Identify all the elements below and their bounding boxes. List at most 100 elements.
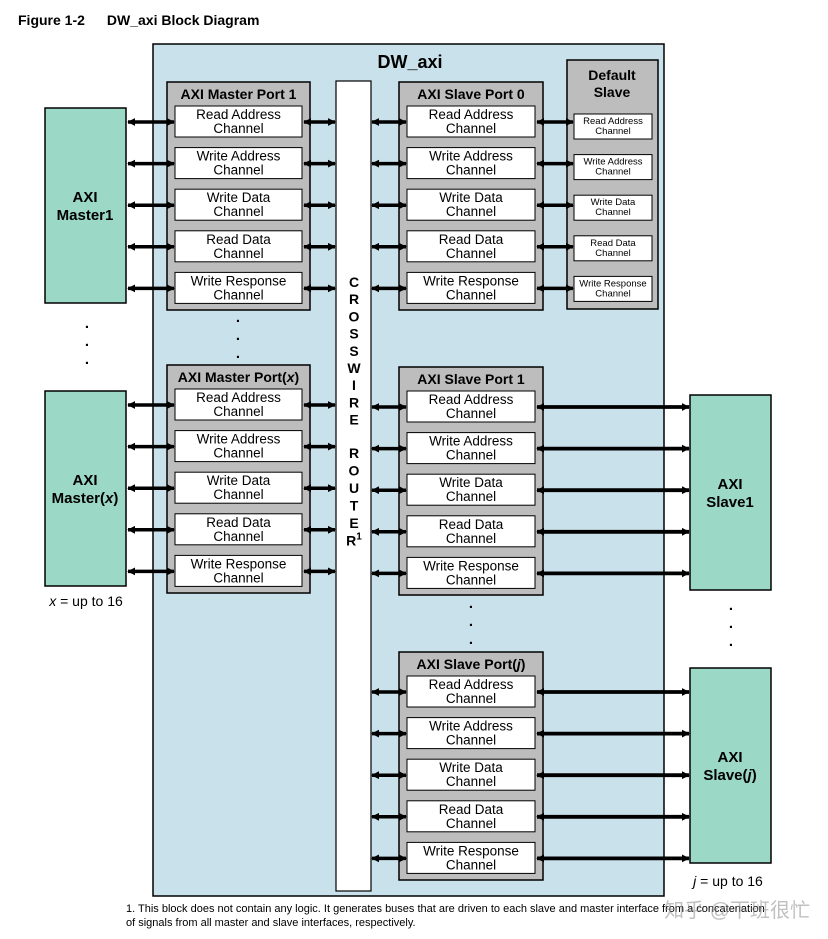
channel-label: Read Data [206,232,271,247]
channel-label: Read Data [206,515,271,530]
masters-ellipsis: . [85,333,89,350]
channel-box [406,758,536,791]
channel-label: Channel [213,121,263,136]
channel-label: Read Address [429,392,514,407]
crosswire-letter: W [347,360,361,376]
default-slave-channel-label: Write Address [584,157,643,168]
slave-ports-ellipsis: . [469,595,473,612]
channel-label: Channel [446,163,496,178]
axi-slave-1 [689,394,772,591]
channel-label: Write Data [207,190,271,205]
channel-box [406,188,536,221]
channel-box [174,430,303,463]
axi-master-x-label: AXI [72,472,97,489]
channel-label: Channel [213,246,263,261]
default-slave-channel-label: Channel [595,248,630,259]
channel-box [406,473,536,506]
default-slave-channel-box [573,113,653,140]
channel-label: Write Address [429,434,513,449]
dw-axi-label: DW_axi [377,52,442,72]
channel-label: Write Data [439,475,503,490]
channel-label: Channel [213,487,263,502]
channel-label: Write Data [439,190,503,205]
axi-master-x-label: Master(x) [52,490,119,507]
channel-box [174,271,303,304]
x-range-note: x = up to 16 [48,593,123,609]
figure-caption: Figure 1-2 DW_axi Block Diagram [18,12,259,28]
default-slave-channel-box [573,275,653,302]
default-slave-channel-label: Channel [595,288,630,299]
channel-label: Channel [213,446,263,461]
channel-label: Channel [446,489,496,504]
channel-box [406,556,536,589]
figure-number: Figure 1-2 [18,12,85,28]
crosswire-letter: U [349,480,359,496]
channel-box [174,513,303,546]
channel-box [406,271,536,304]
default-slave-channel-box [573,154,653,181]
default-slave-channel-label: Write Data [591,197,636,208]
master-port-x-title: AXI Master Port(x) [178,369,299,385]
channel-label: Channel [446,691,496,706]
crosswire-letter: R [349,291,359,307]
channel-box [406,390,536,423]
channel-label: Write Response [191,556,287,571]
crosswire-letter: T [350,498,359,514]
crosswire-letter: E [349,412,358,428]
axi-master-1-label: Master1 [57,207,114,224]
slaves-ellipsis: . [729,633,733,650]
channel-box [406,230,536,263]
master-port-1-title: AXI Master Port 1 [181,86,297,102]
slaves-ellipsis: . [729,615,733,632]
channel-label: Write Response [191,273,287,288]
axi-slave-j-label: Slave(j) [703,767,756,784]
channel-label: Write Data [439,760,503,775]
channel-label: Channel [446,816,496,831]
master-ports-ellipsis: . [236,309,240,326]
slaves-ellipsis: . [729,597,733,614]
channel-label: Channel [213,163,263,178]
master-ports-ellipsis: . [236,327,240,344]
j-range-note: j = up to 16 [691,873,763,889]
default-slave-channel-label: Read Address [583,116,643,127]
crosswire-letter: I [352,377,356,393]
slave-port-j-title: AXI Slave Port(j) [417,656,526,672]
channel-label: Channel [446,204,496,219]
crosswire-letter: S [349,343,358,359]
channel-label: Channel [446,406,496,421]
axi-slave-j-label: AXI [717,749,742,766]
channel-label: Write Address [429,719,513,734]
channel-label: Channel [446,246,496,261]
crosswire-letter: O [349,463,360,479]
figure-title: DW_axi Block Diagram [106,12,260,28]
axi-master-x [44,390,127,587]
channel-box [406,717,536,750]
channel-label: Channel [446,531,496,546]
channel-label: Channel [446,774,496,789]
slave-ports-ellipsis: . [469,631,473,648]
channel-box [174,471,303,504]
masters-ellipsis: . [85,315,89,332]
default-slave-channel-label: Read Data [590,238,636,249]
channel-label: Channel [213,570,263,585]
channel-box [174,388,303,421]
default-slave-channel-box [573,194,653,221]
crosswire-letter: R1 [346,532,362,549]
crosswire-letter: C [349,274,359,290]
channel-label: Read Address [196,107,281,122]
channel-box [406,800,536,833]
crosswire-letter: E [349,515,358,531]
channel-box [406,515,536,548]
channel-label: Read Data [439,802,504,817]
crosswire-letter: S [349,326,358,342]
channel-label: Write Address [197,432,281,447]
channel-label: Channel [446,287,496,302]
default-slave-title: Default [588,67,636,83]
channel-label: Write Address [197,149,281,164]
channel-label: Write Response [423,843,519,858]
channel-label: Channel [446,857,496,872]
channel-box [174,105,303,138]
channel-label: Write Response [423,273,519,288]
default-slave-channel-box [573,235,653,262]
